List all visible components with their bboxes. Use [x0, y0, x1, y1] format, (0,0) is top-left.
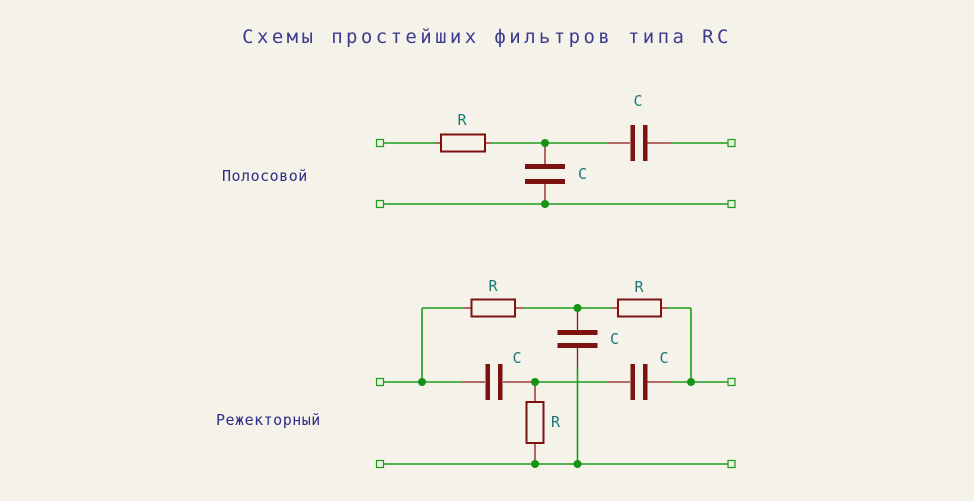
- bandpass-series-resistor: [440, 133, 486, 153]
- capacitor-ref-label: C: [633, 92, 642, 110]
- notch-left-capacitor-plate: [485, 364, 490, 400]
- io-terminal: [727, 138, 736, 148]
- bandpass-series-capacitor-plate: [630, 125, 635, 161]
- junction-dot: [541, 200, 549, 208]
- resistor-ref-label: R: [634, 278, 644, 296]
- resistor-ref-label: R: [488, 277, 498, 295]
- resistor-ref-label: R: [551, 413, 561, 431]
- junction-dot: [573, 304, 582, 312]
- io-terminal: [727, 459, 736, 469]
- notch-top-right-resistor: [617, 298, 662, 318]
- capacitor-ref-label: C: [512, 349, 521, 367]
- junction-dot: [541, 139, 549, 147]
- io-terminal: [375, 377, 385, 387]
- notch-top-left-resistor: [470, 298, 516, 318]
- capacitor-ref-label: C: [610, 330, 619, 348]
- junction-dot: [573, 460, 582, 468]
- notch-circuit-label: Режекторный: [216, 411, 321, 429]
- resistor-ref-label: R: [457, 111, 467, 129]
- notch-circuit-diagram: Режекторный R R: [216, 277, 736, 469]
- io-terminal: [727, 377, 736, 387]
- io-terminal: [727, 199, 736, 209]
- junction-dot: [531, 460, 539, 468]
- bandpass-shunt-capacitor-plate: [525, 179, 565, 184]
- notch-shunt-resistor: [525, 401, 545, 444]
- bandpass-circuit-label: Полосовой: [222, 167, 308, 185]
- io-terminal: [375, 459, 385, 469]
- capacitor-ref-label: C: [659, 349, 668, 367]
- junction-dot: [531, 378, 539, 386]
- capacitor-ref-label: C: [578, 165, 587, 183]
- notch-center-capacitor-plate: [557, 343, 598, 348]
- bandpass-shunt-capacitor-plate: [525, 164, 565, 169]
- notch-right-capacitor-plate: [630, 364, 635, 400]
- io-terminal: [375, 138, 385, 148]
- junction-dot: [687, 378, 695, 386]
- notch-right-capacitor-plate: [643, 364, 648, 400]
- notch-left-capacitor-plate: [498, 364, 503, 400]
- bandpass-circuit-diagram: Полосовой R C C: [222, 92, 736, 209]
- junction-dot: [418, 378, 426, 386]
- io-terminal: [375, 199, 385, 209]
- notch-center-capacitor-plate: [557, 330, 598, 335]
- bandpass-series-capacitor-plate: [643, 125, 648, 161]
- page-title: Схемы простейших фильтров типа RC: [242, 26, 732, 48]
